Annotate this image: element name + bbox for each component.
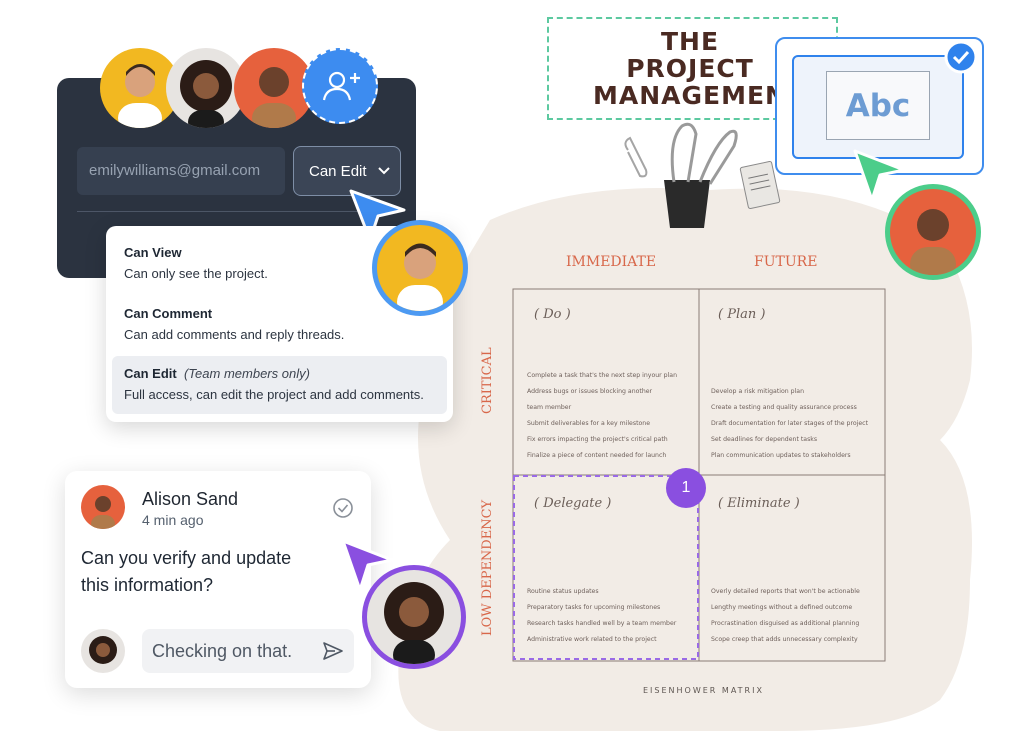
checkmark-badge-icon	[944, 40, 978, 74]
task-item: Develop a risk mitigation plan	[711, 388, 805, 395]
person-icon	[910, 209, 956, 275]
menu-item-desc: Can add comments and reply threads.	[124, 327, 345, 342]
quadrant-eliminate-tasks: Overly detailed reports that won't be ac…	[711, 584, 860, 648]
avatar-replier	[81, 629, 125, 673]
task-item: Submit deliverables for a key milestone	[527, 420, 651, 427]
avatar-collaborator-purple	[362, 565, 466, 669]
cursor-arrow-icon	[853, 149, 906, 202]
task-item: Routine status updates	[527, 588, 599, 595]
title-line: THE	[660, 28, 720, 56]
person-icon	[180, 60, 232, 128]
task-item: Overly detailed reports that won't be ac…	[711, 588, 860, 595]
quadrant-do-title: ( Do )	[534, 307, 571, 322]
matrix-col-immediate: IMMEDIATE	[566, 254, 657, 270]
avatar-woman-curly	[166, 48, 246, 128]
add-user-button[interactable]	[302, 48, 378, 124]
avatar-man-yellow	[100, 48, 180, 128]
cursor-arrow-icon	[349, 189, 406, 242]
task-item: Create a testing and quality assurance p…	[711, 404, 857, 411]
task-item: Preparatory tasks for upcoming milestone…	[527, 604, 661, 611]
person-icon	[89, 636, 117, 664]
person-icon	[91, 496, 115, 529]
task-item: Fix errors impacting the project's criti…	[527, 436, 668, 443]
chevron-down-icon	[377, 167, 390, 175]
permission-dropdown[interactable]: Can Edit	[293, 146, 401, 196]
quadrant-plan-title: ( Plan )	[718, 307, 766, 322]
quadrant-do-tasks: Complete a task that's the next step iny…	[527, 368, 677, 464]
comment-time: 4 min ago	[142, 512, 204, 528]
menu-item-can-view[interactable]: Can View Can only see the project.	[106, 245, 453, 281]
menu-item-can-comment[interactable]: Can Comment Can add comments and reply t…	[106, 306, 453, 342]
menu-item-can-edit[interactable]: Can Edit (Team members only) Full access…	[112, 356, 447, 414]
matrix-footer: EISENHOWER MATRIX	[643, 686, 764, 695]
task-item: Administrative work related to the proje…	[527, 636, 657, 643]
menu-item-note: (Team members only)	[183, 366, 310, 381]
task-item: Procrastination disguised as additional …	[711, 620, 860, 627]
email-field[interactable]: emilywilliams@gmail.com	[77, 147, 285, 195]
add-user-icon	[322, 71, 360, 101]
person-icon	[252, 67, 296, 128]
divider	[77, 211, 402, 212]
avatar-older-man	[234, 48, 314, 128]
matrix-col-future: FUTURE	[754, 254, 818, 270]
cursor-arrow-icon	[341, 539, 394, 592]
task-item: Plan communication updates to stakeholde…	[711, 452, 851, 459]
matrix-row-critical: CRITICAL	[480, 347, 495, 414]
avatar-collaborator-green	[885, 184, 981, 280]
comment-author: Alison Sand	[142, 489, 239, 509]
title-line: MANAGEMEN	[593, 81, 787, 109]
task-item: Complete a task that's the next step iny…	[527, 372, 678, 379]
task-item: team member	[527, 404, 572, 411]
task-item: Address bugs or issues blocking another	[527, 388, 653, 395]
title-line: PROJECT	[626, 54, 754, 83]
reply-input[interactable]: Checking on that.	[142, 629, 354, 673]
menu-item-title: Can Comment	[124, 306, 213, 321]
matrix-row-low-dependency: LOW DEPENDENCY	[480, 499, 495, 636]
avatar-collaborator	[372, 220, 468, 316]
comment-text: Can you verify and update this informati…	[81, 548, 292, 595]
document-title: THE PROJECT MANAGEMEN	[560, 28, 820, 109]
task-item: Draft documentation for later stages of …	[711, 420, 869, 427]
comment-badge[interactable]: 1	[666, 468, 706, 508]
task-item: Lengthy meetings without a defined outco…	[711, 604, 853, 611]
send-icon[interactable]	[322, 641, 344, 661]
paper-clip-icon	[624, 136, 648, 178]
quadrant-delegate-tasks: Routine status updates Preparatory tasks…	[527, 584, 676, 648]
quadrant-eliminate-title: ( Eliminate )	[718, 496, 800, 511]
task-item: Scope creep that adds unnecessary comple…	[711, 636, 858, 643]
avatar-author	[81, 485, 125, 529]
menu-item-title: Can View	[124, 245, 182, 260]
background-blob	[398, 188, 972, 731]
quadrant-delegate-title: ( Delegate )	[534, 496, 612, 511]
task-item: Research tasks handled well by a team me…	[527, 620, 677, 627]
task-item: Finalize a piece of content needed for l…	[527, 452, 667, 459]
permission-label: Can Edit	[309, 162, 367, 180]
menu-item-title: Can Edit	[124, 366, 177, 381]
person-icon	[384, 582, 444, 664]
text-style-preview[interactable]: Abc	[826, 71, 930, 140]
quadrant-plan-tasks: Develop a risk mitigation plan Create a …	[711, 384, 868, 464]
check-circle-icon[interactable]	[332, 497, 354, 519]
binder-clip-icon	[624, 122, 781, 228]
task-item: Set deadlines for dependent tasks	[711, 436, 818, 443]
person-icon	[397, 243, 443, 311]
menu-item-desc: Full access, can edit the project and ad…	[124, 387, 424, 402]
person-icon	[118, 64, 162, 128]
menu-item-desc: Can only see the project.	[124, 266, 268, 281]
